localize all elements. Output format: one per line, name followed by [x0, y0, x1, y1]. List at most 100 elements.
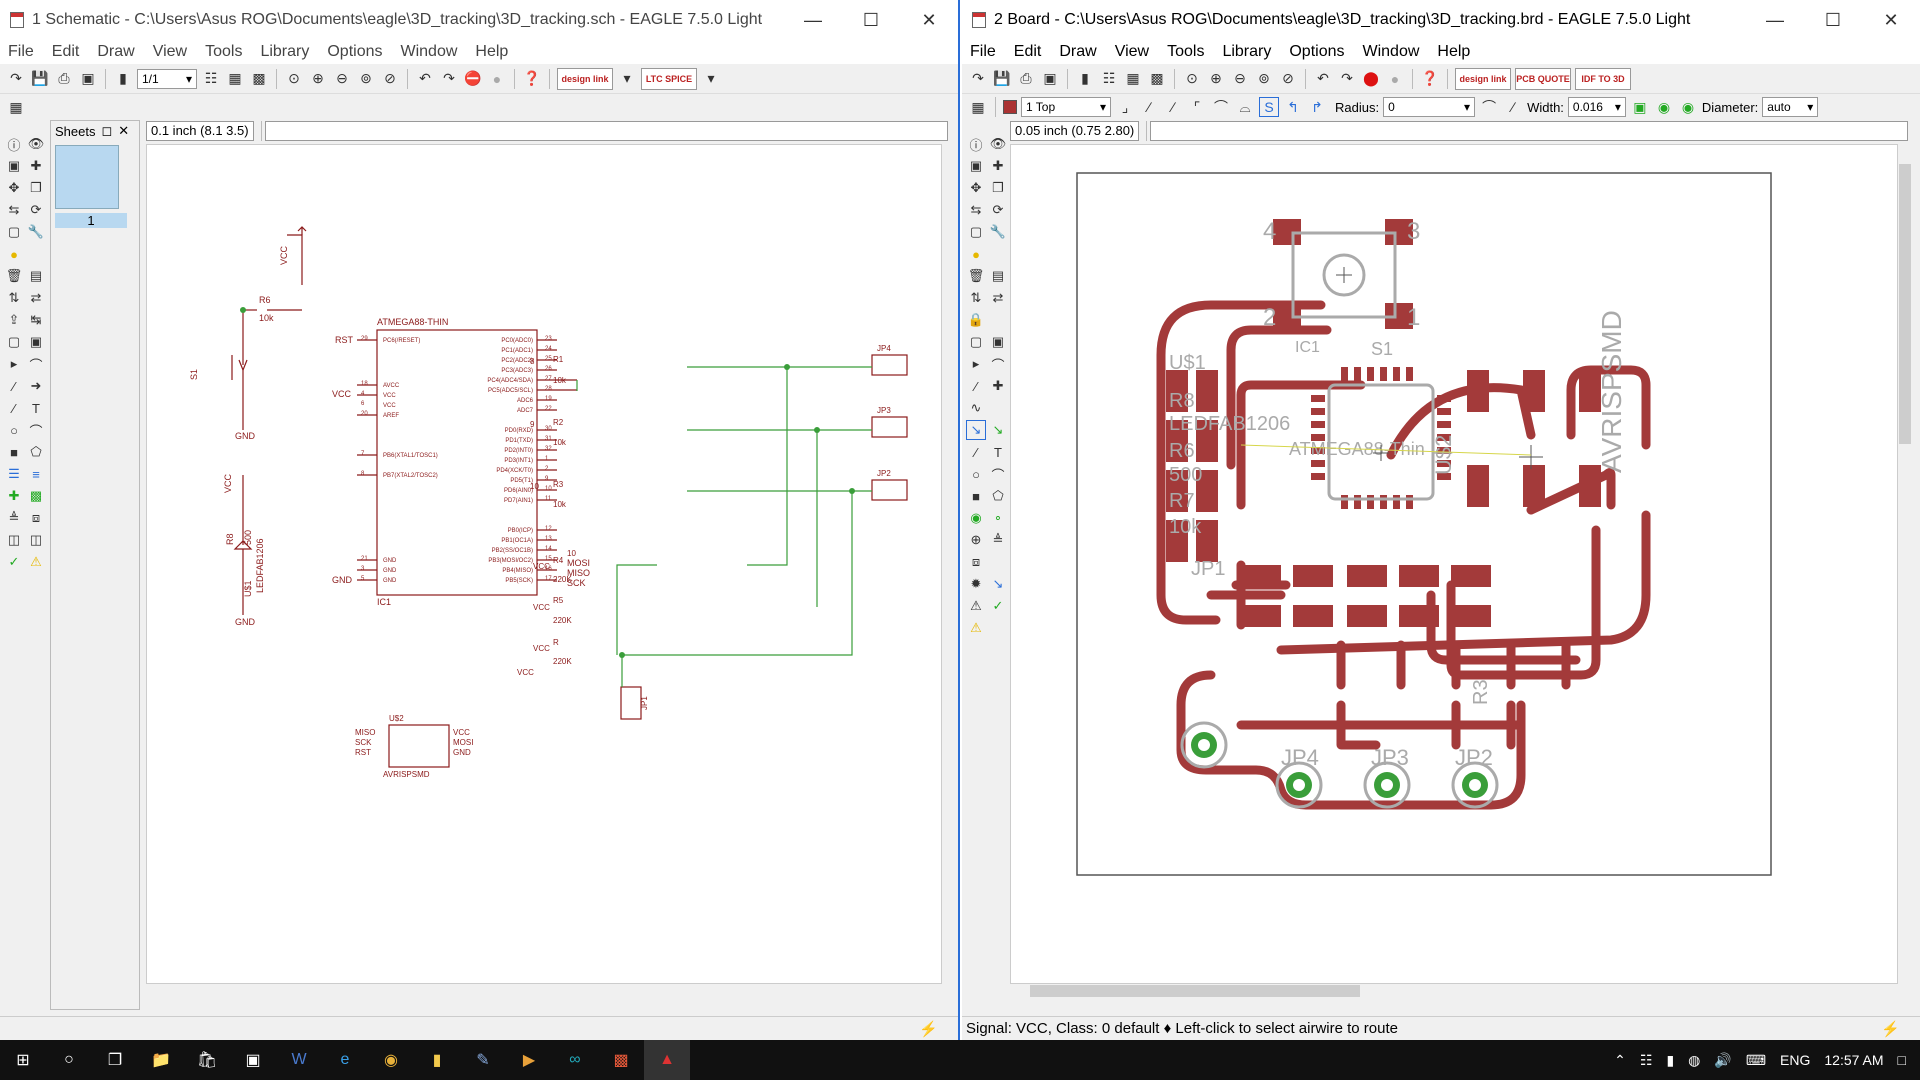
value-icon[interactable]: ▣	[29, 334, 43, 349]
tray-chevron-icon[interactable]: ⌃	[1614, 1051, 1626, 1068]
tray-volume-icon[interactable]: 🔊	[1714, 1051, 1732, 1068]
menu-tools[interactable]: Tools	[205, 43, 243, 60]
pcb-quote-button[interactable]: PCB QUOTE	[1515, 67, 1571, 90]
meander-icon[interactable]: ∿	[970, 400, 982, 415]
board-circle-icon[interactable]: ○	[972, 466, 980, 482]
media-icon[interactable]: ▶	[522, 1052, 536, 1069]
board-redo-icon[interactable]: ↷	[1341, 70, 1353, 86]
open-icon[interactable]: ↷	[10, 70, 22, 86]
board-print-icon[interactable]: ⎙	[1020, 70, 1032, 86]
diameter-combo[interactable]: auto▾	[1762, 97, 1819, 117]
board-stop-icon[interactable]: ⬤	[1363, 70, 1379, 86]
sheet-icon[interactable]: ▮	[119, 70, 127, 86]
board-cam-icon[interactable]: ▣	[1043, 70, 1057, 86]
float-icon[interactable]: ◻	[101, 123, 113, 138]
redo-icon[interactable]: ↷	[443, 70, 455, 86]
board-mark-icon[interactable]: ✚	[992, 158, 1004, 173]
board-display-icon[interactable]: ▣	[969, 158, 983, 173]
move-icon[interactable]: ✥	[8, 180, 20, 195]
width-combo[interactable]: 0.016▾	[1567, 97, 1626, 117]
close-button[interactable]: ✕	[921, 9, 937, 30]
board-name-icon[interactable]: ▢	[969, 334, 983, 349]
board-go-icon[interactable]: ●	[1390, 70, 1400, 87]
board-pinswap-icon[interactable]: ⇅	[970, 290, 982, 305]
route-icon[interactable]: ↘	[966, 420, 986, 440]
via-square-icon[interactable]: ▣	[1633, 98, 1647, 115]
mark-icon[interactable]: ✚	[30, 158, 42, 173]
ltspice-dropdown-icon[interactable]: ▾	[707, 70, 715, 86]
cortana-icon[interactable]: ○	[64, 1051, 74, 1068]
erc-icon[interactable]: ✓	[8, 554, 20, 569]
pinswap-icon[interactable]: ⇅	[8, 290, 20, 305]
sheet-combo[interactable]: 1/1▾	[137, 68, 197, 89]
polygon-icon[interactable]: ⬠	[30, 444, 42, 459]
autorouter-icon[interactable]: ↘	[992, 576, 1004, 591]
radius-combo[interactable]: 0▾	[1383, 97, 1476, 117]
board-dimension-icon[interactable]: ⧈	[971, 554, 981, 569]
bend-style-7-icon[interactable]: ↰	[1287, 98, 1299, 115]
board-miter-icon[interactable]: ⌒	[991, 357, 1005, 373]
board-arc-icon[interactable]: ⌒	[991, 467, 1005, 483]
copy-icon[interactable]: ❐	[30, 180, 42, 195]
zoom-redraw-icon[interactable]: ⊚	[360, 70, 372, 86]
board-show-icon[interactable]: 👁	[989, 136, 1007, 151]
net-icon[interactable]: ≡	[32, 466, 40, 482]
ratsnest-icon[interactable]: ✹	[970, 576, 982, 591]
zoom-fit-icon[interactable]: ⊙	[288, 70, 300, 86]
board-delete-icon[interactable]: 🗑	[967, 268, 985, 283]
board-library-icon[interactable]: ☷	[1102, 70, 1116, 86]
board-erc-icon[interactable]: ⚠	[970, 598, 982, 613]
junction-icon[interactable]: ✚	[8, 488, 20, 503]
board-change-icon[interactable]: 🔧	[989, 224, 1007, 239]
store-icon[interactable]: 🛍	[196, 1052, 218, 1069]
board-optimize-icon[interactable]: ✚	[992, 378, 1004, 393]
label-icon[interactable]: ▩	[29, 488, 43, 503]
smash-icon[interactable]: ▸	[10, 356, 18, 371]
miter-round-icon[interactable]: ⌒	[1482, 99, 1497, 115]
ripup-icon[interactable]: ↘	[992, 422, 1004, 437]
board-warning-icon[interactable]: ⚠	[970, 620, 982, 635]
minimize-button[interactable]: —	[804, 9, 822, 30]
board-menu-library[interactable]: Library	[1222, 43, 1272, 60]
menu-draw[interactable]: Draw	[97, 43, 135, 60]
menu-help[interactable]: Help	[475, 43, 509, 60]
name-icon[interactable]: ▢	[7, 334, 21, 349]
warning-icon[interactable]: ⚠	[30, 554, 42, 569]
dimension-icon[interactable]: ⧈	[31, 510, 41, 525]
office-icon[interactable]: ▩	[613, 1052, 629, 1069]
via-round-icon[interactable]: ◉	[1657, 98, 1671, 115]
tray-wifi-icon[interactable]: ◍	[1688, 1051, 1701, 1068]
miter-straight-icon[interactable]: ∕	[1511, 99, 1515, 115]
board-polygon-icon[interactable]: ⬠	[992, 488, 1004, 503]
board-attribute-icon[interactable]: ≜	[992, 532, 1004, 547]
board-smash-icon[interactable]: ▸	[972, 356, 980, 371]
grid-icon[interactable]: ▦	[9, 98, 23, 115]
library-icon[interactable]: ☷	[204, 70, 218, 86]
gateswap-icon[interactable]: ↹	[30, 312, 42, 327]
board-canvas[interactable]: 4 3 2 1 S1 IC1 ATMEGA88-Thin U$1 R8 LEDF…	[1010, 144, 1898, 984]
drc-icon[interactable]: ✓	[992, 598, 1004, 613]
circle-icon[interactable]: ○	[10, 422, 18, 438]
rect-icon[interactable]: ■	[10, 444, 18, 460]
board-open-icon[interactable]: ↷	[972, 70, 984, 86]
maximize-button[interactable]: ☐	[862, 9, 880, 30]
ltspice-button[interactable]: LTC SPICE	[641, 67, 697, 90]
bus-icon[interactable]: ☰	[8, 466, 20, 481]
menu-view[interactable]: View	[152, 43, 188, 60]
gate-icon[interactable]: ◫	[7, 532, 21, 547]
bend-style-4-icon[interactable]: ⌒	[1214, 99, 1228, 115]
board-help-icon[interactable]: ❓	[1421, 70, 1439, 86]
designlink-button[interactable]: design link	[557, 67, 613, 90]
board-paste-icon[interactable]: ●	[972, 246, 980, 262]
board-switch-icon[interactable]: ▦	[228, 70, 242, 86]
bend-style-2-icon[interactable]: ∕	[1171, 99, 1175, 115]
designlink-dropdown-icon[interactable]: ▾	[623, 70, 631, 86]
idf-to-3d-button[interactable]: IDF TO 3D	[1575, 67, 1631, 90]
board-menu-edit[interactable]: Edit	[1013, 43, 1042, 60]
bend-style-5-icon[interactable]: ⌓	[1239, 98, 1251, 115]
wire-icon[interactable]: ∕	[12, 400, 16, 416]
board-menu-file[interactable]: File	[970, 43, 996, 60]
board-menu-tools[interactable]: Tools	[1167, 43, 1205, 60]
paste-icon[interactable]: ●	[10, 246, 18, 262]
via-octagon-icon[interactable]: ◉	[1681, 98, 1695, 115]
